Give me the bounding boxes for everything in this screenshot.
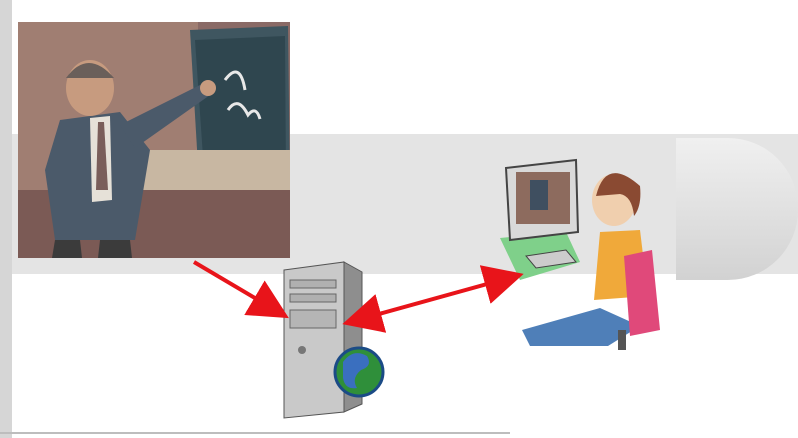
server-tower-globe-icon (284, 262, 383, 418)
student-at-computer-icon (500, 160, 660, 350)
arrow-student-server (350, 276, 516, 322)
teacher-at-chalkboard-icon (18, 22, 290, 258)
arrow-teacher-to-server (194, 262, 282, 314)
